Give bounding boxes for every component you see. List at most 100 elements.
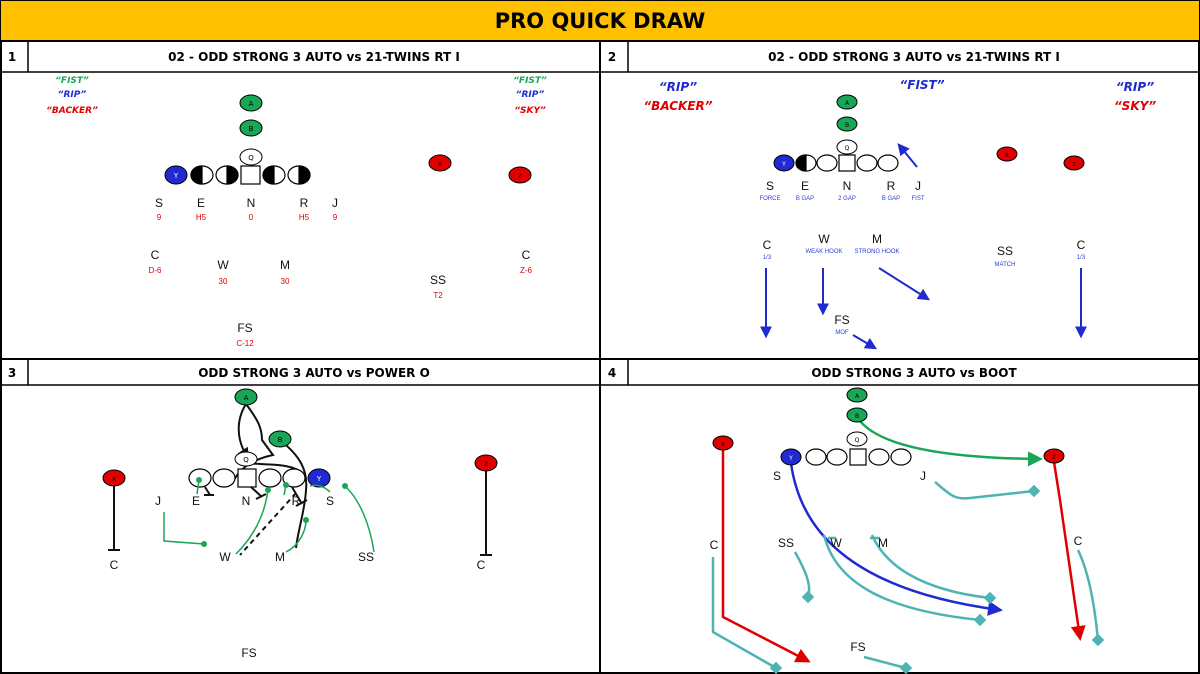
p4-player-x-label: X	[721, 442, 725, 448]
p1-def-w: W	[217, 258, 229, 272]
p3-def-j: J	[155, 494, 161, 508]
panel-2-title: 02 - ODD STRONG 3 AUTO vs 21-TWINS RT I	[768, 50, 1060, 64]
p1-def-w-assign: 30	[219, 277, 228, 286]
p3-offensive-line	[188, 468, 306, 488]
p2-def-c-left: C	[763, 238, 772, 252]
p4-player-x	[712, 435, 734, 451]
p3-player-y-label: Y	[316, 475, 322, 483]
p3-def-fs: FS	[241, 646, 256, 660]
p1-def-s-assign: 9	[157, 213, 162, 222]
p2-def-w-assign: WEAK HOOK	[805, 249, 842, 255]
p3-def-ss: SS	[358, 550, 374, 564]
p1-player-y	[164, 165, 188, 185]
panel-4-diagram: A B Q Y X Z S J C SS W M C FS	[710, 387, 1105, 674]
p3-player-b-label: B	[278, 436, 283, 444]
p1-player-q	[239, 148, 263, 166]
p2-player-z	[1063, 155, 1085, 171]
p2-def-m: M	[872, 232, 882, 246]
p3-def-w: W	[219, 550, 231, 564]
p2-def-e-assign: B GAP	[796, 196, 814, 202]
p3-player-a-label: A	[244, 394, 249, 402]
p2-call-left-top: “RIP”	[659, 80, 697, 94]
p1-player-a	[239, 94, 263, 112]
p1-def-r: R	[300, 196, 309, 210]
p4-def-w: W	[830, 536, 842, 550]
p2-def-n: N	[843, 179, 852, 193]
panel-3-number: 3	[8, 366, 16, 380]
p4-player-b	[846, 407, 868, 423]
p1-def-c-left: C	[151, 248, 160, 262]
p2-def-c-right-assign: 1/3	[1077, 255, 1086, 261]
p4-player-z-label: Z	[1052, 455, 1056, 461]
panel-grid	[0, 40, 1200, 674]
p2-def-e: E	[801, 179, 809, 193]
p4-player-a	[846, 387, 868, 403]
p2-def-n-assign: 2 GAP	[838, 196, 856, 202]
p1-player-y-label: Y	[173, 172, 179, 180]
p4-def-c-right: C	[1074, 534, 1083, 548]
p2-player-a	[836, 94, 858, 110]
p3-player-q	[234, 451, 258, 467]
p1-def-fs-assign: C-12	[236, 339, 254, 348]
p1-call-right-3: “SKY”	[514, 106, 546, 116]
p4-player-q	[846, 431, 868, 447]
p2-player-y-label: Y	[781, 161, 786, 168]
p3-def-s: S	[326, 494, 334, 508]
panel-4-header: 4 ODD STRONG 3 AUTO vs BOOT	[608, 366, 1018, 380]
p1-def-e-assign: H5	[196, 213, 207, 222]
p4-def-s: S	[773, 469, 781, 483]
p2-def-r: R	[887, 179, 896, 193]
p1-call-left-3: “BACKER”	[46, 106, 98, 116]
panel-3-title: ODD STRONG 3 AUTO vs POWER O	[198, 366, 430, 380]
p3-def-e: E	[192, 494, 200, 508]
p1-def-e: E	[197, 196, 205, 210]
p2-player-y	[773, 154, 795, 172]
p1-def-m: M	[280, 258, 290, 272]
p1-def-c-left-assign: D-6	[149, 266, 162, 275]
p2-player-z-label: Z	[1072, 162, 1076, 168]
p4-defender-paths	[711, 481, 1105, 674]
p3-player-z-label: Z	[484, 461, 488, 468]
p2-def-m-assign: STRONG HOOK	[854, 249, 899, 255]
p1-def-r-assign: H5	[299, 213, 310, 222]
p4-def-c-left: C	[710, 538, 719, 552]
panel-3-diagram: A B Q Y X Z	[102, 388, 498, 660]
p4-player-z	[1043, 448, 1065, 464]
p4-def-m: M	[878, 536, 888, 550]
p1-call-right-2: “RIP”	[516, 90, 545, 100]
p2-def-fs-assign: MOF	[835, 330, 849, 336]
p4-def-fs: FS	[850, 640, 865, 654]
p2-call-center: “FIST”	[900, 78, 945, 92]
panel-1-title: 02 - ODD STRONG 3 AUTO vs 21-TWINS RT I	[168, 50, 460, 64]
p1-def-ss-assign: T2	[433, 291, 443, 300]
p2-player-a-label: A	[845, 100, 850, 107]
panel-2-header: 2 02 - ODD STRONG 3 AUTO vs 21-TWINS RT …	[608, 50, 1060, 64]
p3-def-c-left: C	[110, 558, 119, 572]
p4-player-y	[780, 448, 802, 466]
p2-player-b-label: B	[845, 122, 849, 129]
p3-def-c-right: C	[477, 558, 486, 572]
p3-receiver-blocks	[108, 471, 492, 556]
p1-call-left-1: “FIST”	[55, 76, 89, 86]
p2-call-right-top: “RIP”	[1116, 80, 1154, 94]
p1-player-b-label: B	[249, 125, 254, 133]
panel-1-number: 1	[8, 50, 16, 64]
p1-player-x-label: X	[438, 161, 442, 168]
p2-def-s: S	[766, 179, 774, 193]
p2-player-q-label: Q	[845, 145, 850, 152]
p4-player-a-label: A	[855, 393, 860, 400]
p2-def-s-assign: FORCE	[760, 196, 781, 202]
p4-def-ss: SS	[778, 536, 794, 550]
p1-player-q-label: Q	[248, 154, 254, 162]
p1-def-s: S	[155, 196, 163, 210]
p1-def-j: J	[332, 196, 338, 210]
p4-offensive-line	[805, 448, 912, 466]
p2-def-j: J	[915, 179, 921, 193]
p1-def-fs: FS	[237, 321, 252, 335]
p2-defender-arrows	[760, 143, 1087, 350]
p1-player-a-label: A	[249, 100, 254, 108]
p1-player-b	[239, 119, 263, 137]
panel-1-header: 1 02 - ODD STRONG 3 AUTO vs 21-TWINS RT …	[8, 50, 460, 64]
p3-player-q-label: Q	[243, 456, 249, 464]
